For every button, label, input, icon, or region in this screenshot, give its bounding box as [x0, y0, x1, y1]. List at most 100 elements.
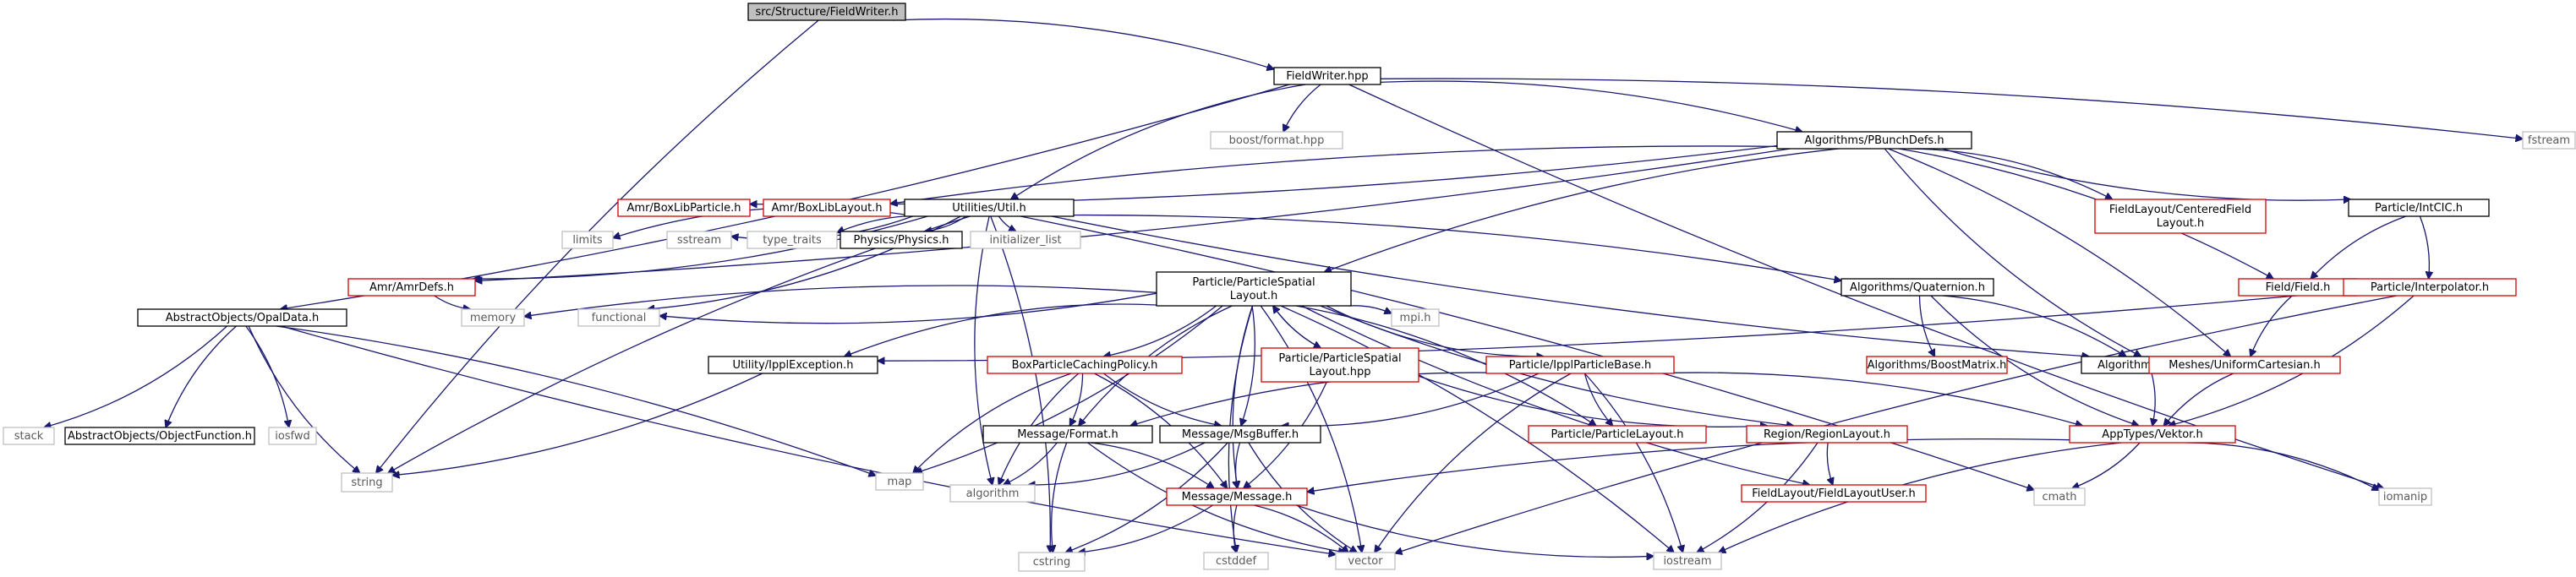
node-box — [1156, 271, 1352, 307]
node-box — [840, 231, 963, 249]
node-n35[interactable]: Particle/ParticleLayout.h — [1528, 425, 1707, 444]
node-label: algorithm — [966, 487, 1020, 500]
node-box — [2033, 487, 2086, 506]
edge-n29-to-n22 — [1078, 504, 1213, 553]
node-n11[interactable]: Amr/BoxLibParticle.h — [617, 199, 751, 217]
node-n38[interactable]: Algorithms/Quaternion.h — [1840, 278, 1994, 297]
node-n29[interactable]: Message/Message.h — [1166, 487, 1308, 506]
edge-n48-to-n41 — [2163, 373, 2234, 426]
node-label: stack — [14, 430, 44, 443]
node-n16: limits — [561, 231, 614, 249]
edge-n10-to-n44 — [1908, 148, 2112, 199]
node-n10[interactable]: Algorithms/PBunchDefs.h — [1776, 131, 1972, 150]
node-label: memory — [470, 312, 517, 324]
node-box — [1261, 347, 1419, 383]
node-n15[interactable]: Utilities/Util.h — [904, 199, 1075, 217]
node-label: cstddef — [1216, 555, 1257, 568]
node-box — [64, 427, 255, 445]
node-label: Region/RegionLayout.h — [1764, 428, 1890, 441]
node-n27[interactable]: Message/MsgBuffer.h — [1159, 425, 1321, 444]
node-n4: stack — [3, 427, 55, 445]
node-label: Amr/BoxLibLayout.h — [771, 202, 882, 215]
edge-n23-to-n31 — [1280, 305, 1674, 553]
node-label: Field/Field.h — [2266, 281, 2331, 294]
node-label: AbstractObjects/ObjectFunction.h — [68, 430, 252, 443]
node-n3[interactable]: AbstractObjects/OpalData.h — [137, 308, 347, 327]
node-n28: algorithm — [949, 484, 1036, 503]
node-n41[interactable]: AppTypes/Vektor.h — [2069, 425, 2236, 444]
node-label: Particle/IntCIC.h — [2375, 202, 2463, 215]
node-box — [561, 231, 614, 249]
edge-n10-to-n13 — [475, 148, 1791, 281]
node-box — [2094, 199, 2267, 234]
node-label: AbstractObjects/OpalData.h — [166, 312, 320, 324]
node-label: Particle/ParticleSpatial — [1192, 276, 1315, 289]
node-label: Physics/Physics.h — [854, 234, 949, 247]
edge-n26-to-n22 — [1052, 442, 1068, 553]
edge-n26-to-n29 — [1090, 442, 1214, 488]
node-label: functional — [592, 312, 647, 324]
node-n39[interactable]: Algorithms/BoostMatrix.h — [1866, 356, 2008, 374]
edge-n38-to-n39 — [1918, 295, 1935, 357]
node-n45[interactable]: Particle/IntCIC.h — [2348, 199, 2490, 217]
node-box — [1485, 356, 1675, 374]
edge-n25-to-n26 — [1069, 373, 1084, 426]
node-n31: iostream — [1653, 552, 1722, 570]
node-n46[interactable]: Field/Field.h — [2238, 278, 2358, 297]
edge-n13-to-n14 — [434, 295, 471, 309]
edge-n47-to-n8 — [1395, 295, 2398, 553]
edge-n24-to-n2 — [392, 373, 763, 476]
edge-n23-to-n27 — [1241, 305, 1255, 426]
node-n12[interactable]: Amr/BoxLibLayout.h — [763, 199, 891, 217]
node-box — [341, 472, 393, 493]
edge-n25-to-n29 — [1094, 373, 1228, 488]
node-n26[interactable]: Message/Format.h — [982, 425, 1153, 444]
node-n24[interactable]: Utility/IpplException.h — [708, 356, 878, 374]
edge-n25-to-n27 — [1103, 373, 1221, 426]
edge-n3-to-n2 — [248, 325, 360, 473]
edge-n10-to-n11 — [750, 144, 1778, 204]
node-label: Amr/AmrDefs.h — [369, 281, 454, 294]
node-box — [904, 199, 1075, 217]
node-n47[interactable]: Particle/Interpolator.h — [2343, 278, 2517, 297]
edge-n3-to-n5 — [166, 325, 237, 427]
edge-n45-to-n47 — [2419, 215, 2429, 279]
node-box — [347, 278, 476, 297]
edge-n47-to-n24 — [878, 291, 2344, 361]
edge-n40-to-n41 — [2152, 373, 2155, 426]
node-n37[interactable]: FieldLayout/FieldLayoutUser.h — [1741, 484, 1927, 503]
node-label: Particle/Interpolator.h — [2371, 281, 2489, 294]
node-n34[interactable]: Particle/IpplParticleBase.h — [1485, 356, 1675, 374]
node-box — [1653, 552, 1722, 570]
edge-n10-to-n23 — [1324, 148, 1840, 272]
node-n5[interactable]: AbstractObjects/ObjectFunction.h — [64, 427, 255, 445]
edge-n34-to-n35 — [1583, 373, 1612, 426]
node-label: mpi.h — [1400, 312, 1431, 324]
node-n48[interactable]: Meshes/UniformCartesian.h — [2148, 356, 2341, 374]
edge-n23-to-n37 — [1301, 305, 1810, 485]
node-box — [1203, 552, 1269, 570]
node-n13[interactable]: Amr/AmrDefs.h — [347, 278, 476, 297]
node-n0[interactable]: src/Structure/FieldWriter.h — [747, 3, 906, 21]
edge-n29-to-n30 — [1233, 504, 1237, 553]
node-label: iostream — [1663, 555, 1711, 568]
node-n19[interactable]: Physics/Physics.h — [840, 231, 963, 249]
node-n36[interactable]: Region/RegionLayout.h — [1746, 425, 1908, 444]
node-label: FieldLayout/FieldLayoutUser.h — [1752, 487, 1916, 500]
node-box — [137, 308, 347, 327]
node-label: src/Structure/FieldWriter.h — [755, 6, 898, 19]
node-label: Meshes/UniformCartesian.h — [2169, 359, 2321, 372]
edge-n23-to-n24 — [845, 303, 1157, 357]
edge-n1-to-n15 — [1011, 84, 1306, 199]
node-box — [3, 427, 55, 445]
node-label: Message/MsgBuffer.h — [1182, 428, 1299, 441]
node-box — [1528, 425, 1707, 444]
node-label: Particle/ParticleLayout.h — [1551, 428, 1683, 441]
edge-n3-to-n7 — [276, 325, 876, 476]
node-n1[interactable]: FieldWriter.hpp — [1273, 67, 1381, 85]
node-n25[interactable]: BoxParticleCachingPolicy.h — [987, 356, 1183, 374]
